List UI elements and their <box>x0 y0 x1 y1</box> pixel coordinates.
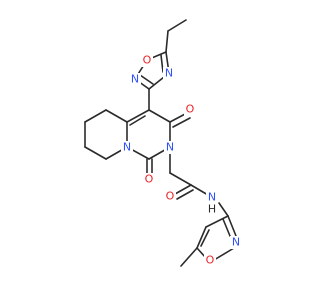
bond-ethyl-ch2-c5 <box>165 30 169 53</box>
bond-isox-c4-c3 <box>205 215 229 228</box>
bond-isox-n2-o1 <box>213 247 235 261</box>
bond-c3-o-b <box>172 117 191 128</box>
bond-c4a-c5 <box>105 109 128 123</box>
bond-ch2-camide <box>169 172 192 186</box>
svg-text:O: O <box>145 173 154 186</box>
svg-text:O: O <box>143 54 152 67</box>
bond-c4-c4a-b <box>129 115 146 126</box>
svg-text:N: N <box>208 191 216 204</box>
bond-c4-c4a-a <box>126 109 150 123</box>
bond-oxadiazole-c5-n4-b <box>160 54 164 73</box>
oxadiazole-nitrogen-4: N <box>163 67 175 80</box>
bond-isox-c3-n2-b <box>222 218 231 237</box>
bond-ethyl-ch3-ch2 <box>167 19 187 32</box>
svg-text:H: H <box>208 203 216 216</box>
bond-isox-c5-methyl <box>180 247 198 267</box>
svg-text:O: O <box>206 254 215 267</box>
bond-camide-o-b <box>176 189 194 200</box>
isoxazole-nitrogen: N <box>230 236 242 249</box>
oxadiazole-nitrogen-2: N <box>129 73 141 86</box>
carbonyl-oxygen-c3: O <box>184 103 196 116</box>
ring-nitrogen-9: N <box>121 141 133 154</box>
ring-nitrogen-2: N <box>164 141 176 154</box>
oxadiazole-oxygen: O <box>141 54 153 67</box>
bond-camide-o-a <box>174 184 192 195</box>
amide-oxygen: O <box>164 190 176 203</box>
amide-hydrogen: H <box>206 203 218 216</box>
isoxazole-oxygen: O <box>204 254 216 267</box>
amide-nitrogen: N <box>206 191 218 204</box>
bond-n-isoxazole-c3 <box>218 202 229 217</box>
bond-c5-c6 <box>84 109 107 123</box>
bond-c7-c8 <box>84 146 107 160</box>
svg-text:N: N <box>123 141 131 154</box>
canvas-background <box>0 0 300 300</box>
carbonyl-oxygen-c1: O <box>143 173 155 186</box>
svg-text:N: N <box>166 141 174 154</box>
bond-isox-c3-n2-a <box>227 215 237 237</box>
bond-isox-c5-c4-b <box>200 229 210 247</box>
bond-c4-c3 <box>148 109 171 123</box>
svg-text:O: O <box>186 103 195 116</box>
svg-text:O: O <box>166 190 175 203</box>
bond-camide-n <box>190 184 209 196</box>
atom-layer: O N N O N N O O <box>121 54 242 267</box>
svg-text:N: N <box>232 236 240 249</box>
svg-text:N: N <box>165 67 173 80</box>
bond-oxadiazole-c3-n2-b <box>139 74 154 85</box>
bond-isox-c5-c4-a <box>196 226 207 249</box>
molecule-structure-diagram: O N N O N N O O <box>0 0 300 300</box>
svg-text:N: N <box>131 73 139 86</box>
